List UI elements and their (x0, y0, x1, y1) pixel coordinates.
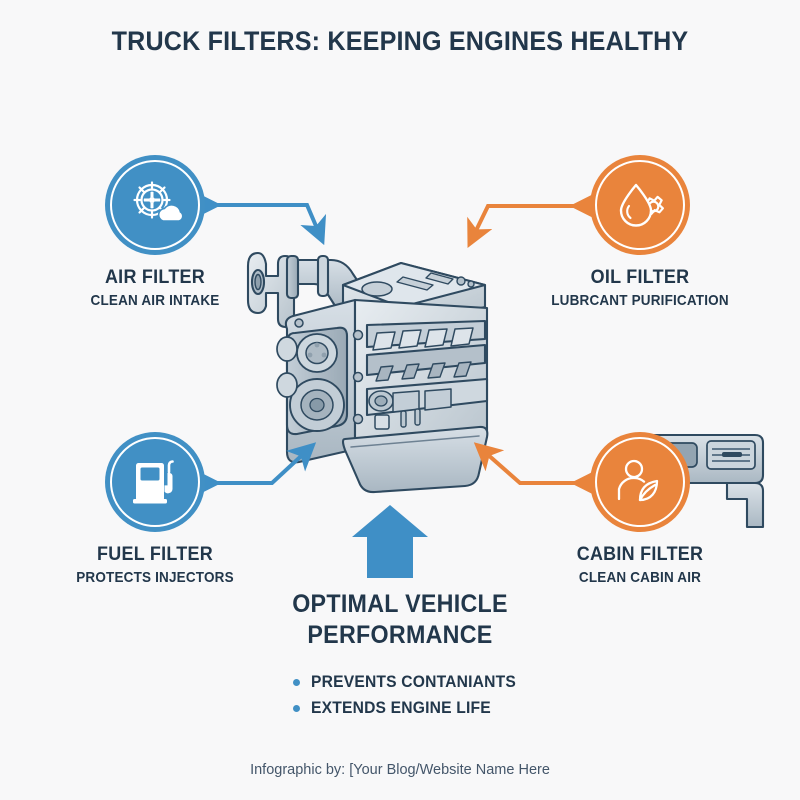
list-item: PREVENTS CONTANIANTS (292, 672, 515, 692)
footer-credit: Infographic by: [Your Blog/Website Name … (250, 762, 550, 778)
node-fuel-filter[interactable]: FUEL FILTER PROTECTS INJECTORS (50, 432, 260, 586)
oil-filter-title: OIL FILTER (590, 266, 690, 288)
air-filter-badge[interactable] (105, 155, 205, 255)
list-item: EXTENDS ENGINE LIFE (292, 698, 508, 718)
oil-drop-gear-icon (612, 177, 668, 233)
bullet-label: EXTENDS ENGINE LIFE (310, 698, 491, 717)
fuel-filter-subtitle: PROTECTS INJECTORS (76, 569, 234, 586)
node-oil-filter[interactable]: OIL FILTER LUBRCANT PURIFICATION (535, 155, 745, 309)
person-leaf-icon (612, 454, 668, 510)
air-filter-title: AIR FILTER (104, 266, 206, 288)
cabin-filter-title: CABIN FILTER (576, 543, 704, 565)
air-filter-subtitle: CLEAN AIR INTAKE (90, 292, 220, 309)
oil-filter-subtitle: LUBRCANT PURIFICATION (551, 292, 729, 309)
fuel-filter-title: FUEL FILTER (96, 543, 213, 565)
node-air-filter[interactable]: AIR FILTER CLEAN AIR INTAKE (50, 155, 260, 309)
outcome-bullet-list: PREVENTS CONTANIANTS EXTENDS ENGINE LIFE (0, 672, 800, 724)
outcome-line-2: PERFORMANCE (307, 620, 493, 649)
fan-cloud-icon (127, 177, 183, 233)
bullet-dot-icon (292, 678, 300, 686)
up-arrow-icon (352, 505, 428, 578)
fuel-filter-badge[interactable] (105, 432, 205, 532)
truck-engine-illustration (225, 225, 520, 500)
bullet-dot-icon (292, 704, 300, 712)
bullet-label: PREVENTS CONTANIANTS (310, 672, 516, 691)
node-cabin-filter[interactable]: CABIN FILTER CLEAN CABIN AIR (535, 432, 745, 586)
page-title: TRUCK FILTERS: KEEPING ENGINES HEALTHY (111, 26, 689, 56)
outcome-line-1: OPTIMAL VEHICLE (292, 590, 508, 618)
cabin-filter-badge[interactable] (590, 432, 690, 532)
cabin-filter-subtitle: CLEAN CABIN AIR (578, 569, 702, 586)
fuel-pump-icon (128, 455, 182, 509)
oil-filter-badge[interactable] (590, 155, 690, 255)
outcome-heading: OPTIMAL VEHICLE PERFORMANCE (0, 589, 800, 650)
